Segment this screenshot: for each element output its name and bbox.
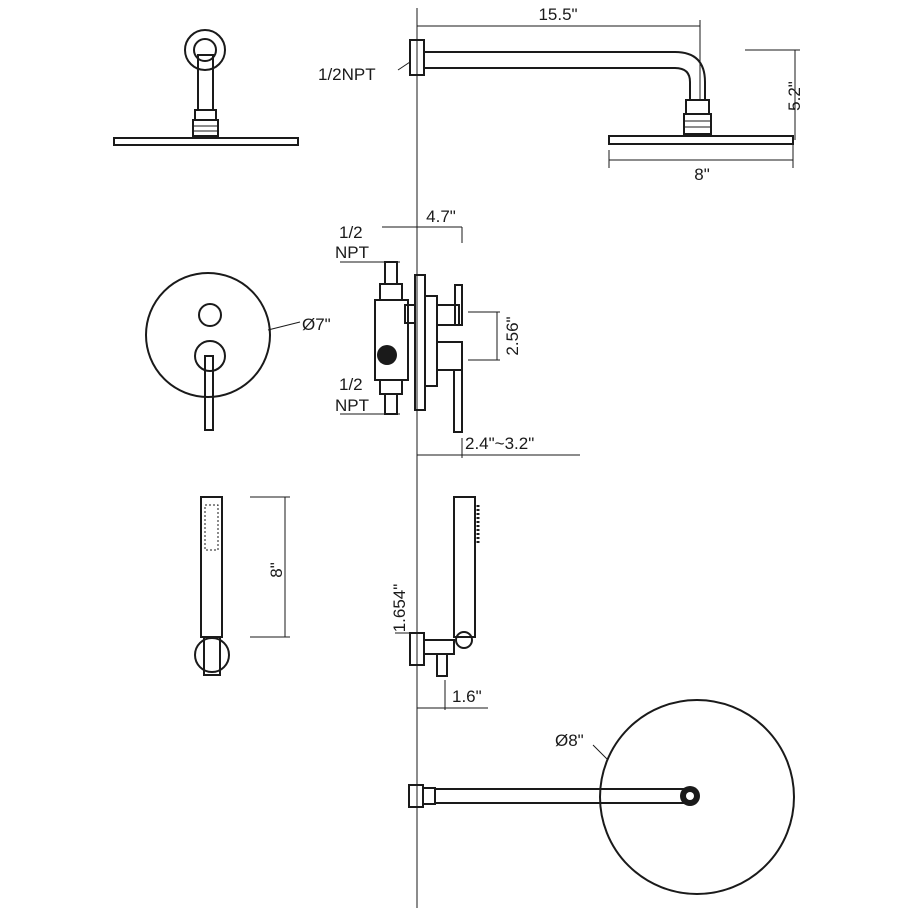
head-width-label: 8" [694,165,710,184]
handshower-length-label: 8" [267,562,286,578]
holder-height-label: 1.654" [390,584,409,633]
hand-shower-side-view [395,496,488,710]
arm-thread-label: 1/2NPT [318,65,376,84]
valve-depth-label: 4.7" [426,207,456,226]
valve-side-view [340,226,580,458]
spout-plate-diameter-label: Ø8" [555,731,584,750]
valve-top-thread-label-1: 1/2 [339,223,363,242]
handle-spacing-label: 2.56" [503,316,522,355]
holder-projection-label: 1.6" [452,687,482,706]
valve-bottom-thread-label-1: 1/2 [339,375,363,394]
valve-cartridge-icon [377,345,397,365]
valve-bottom-thread-label-2: NPT [335,396,369,415]
hand-shower-front-view [194,496,290,676]
valve-top-thread-label-2: NPT [335,243,369,262]
arm-drop-label: 5.2" [785,81,804,111]
trim-diameter-label: Ø7" [302,315,331,334]
shower-arm-side-view [397,20,800,168]
wall-range-label: 2.4"~3.2" [465,434,534,453]
valve-trim-front-view [145,272,301,431]
tub-spout-view [408,699,795,895]
shower-head-front-view [113,29,299,146]
arm-length-label: 15.5" [538,5,577,24]
